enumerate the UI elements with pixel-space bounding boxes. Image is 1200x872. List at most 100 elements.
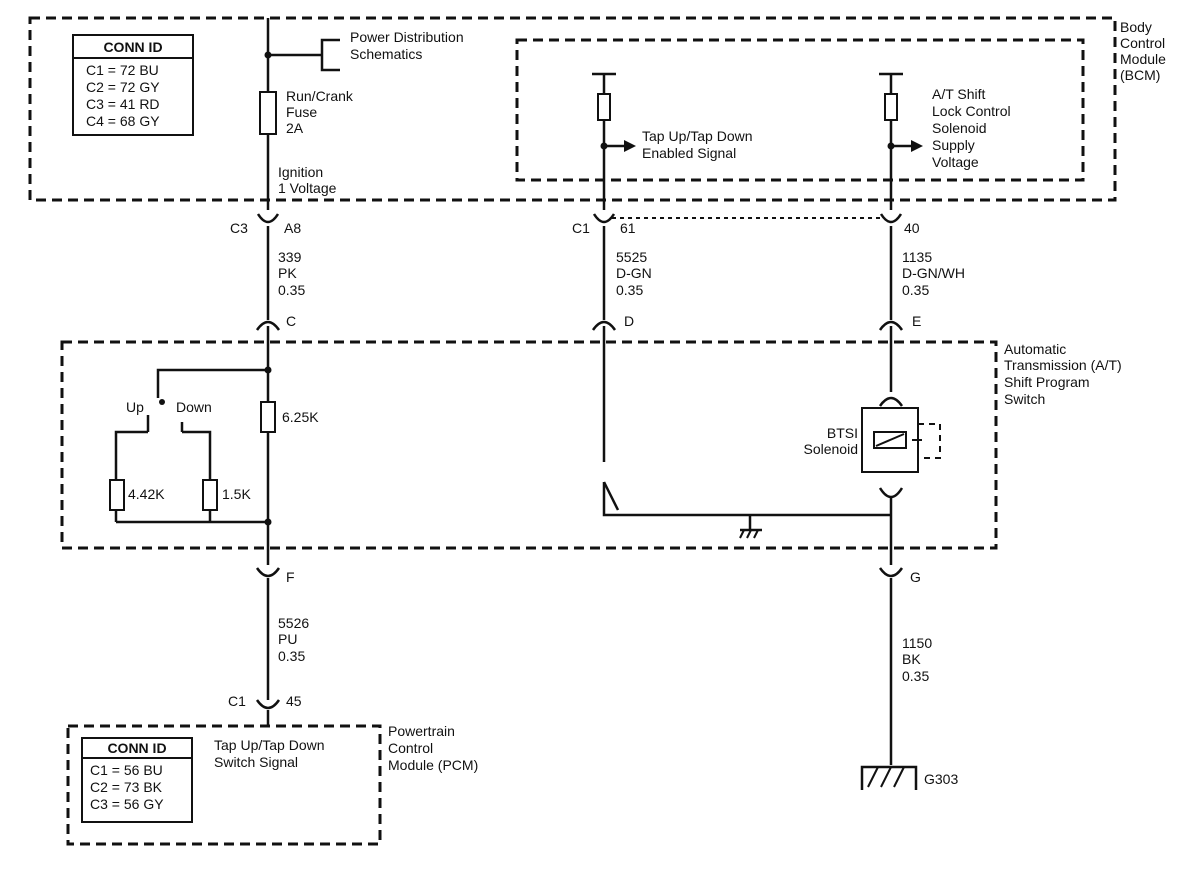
svg-text:Run/Crank: Run/Crank: [286, 88, 354, 104]
svg-text:Transmission (A/T): Transmission (A/T): [1004, 357, 1122, 373]
bcm-module-box: [28, 16, 1117, 202]
bcm-conn-c3: C3 = 41 RD: [86, 96, 160, 112]
bcm-conn-id-table: CONN ID C1 = 72 BU C2 = 72 GY C3 = 41 RD…: [72, 34, 194, 136]
bcm-label: Body Control Module (BCM): [1120, 19, 1166, 83]
wire-1150-label: 1150 BK 0.35: [902, 635, 932, 684]
bcm-conn-c4: C4 = 68 GY: [86, 113, 160, 129]
svg-text:5526: 5526: [278, 615, 309, 631]
wire-1135-label: 1135 D-GN/WH 0.35: [902, 249, 965, 298]
shift-lock-label: A/T Shift Lock Control Solenoid Supply V…: [932, 86, 1011, 170]
switch-up-label: Up: [126, 399, 144, 415]
svg-text:1 Voltage: 1 Voltage: [278, 180, 337, 196]
power-distribution-ref: Power Distribution Schematics: [264, 29, 464, 72]
svg-text:C: C: [286, 313, 296, 329]
svg-text:Body: Body: [1120, 19, 1152, 35]
bcm-conn-c2: C2 = 72 GY: [86, 79, 160, 95]
svg-text:E: E: [912, 313, 921, 329]
svg-text:Fuse: Fuse: [286, 104, 317, 120]
connector-40: 40: [879, 213, 920, 236]
bcm-conn-c1: C1 = 72 BU: [86, 62, 159, 78]
svg-text:5525: 5525: [616, 249, 647, 265]
connector-d: D: [591, 313, 634, 331]
connector-c1-45: C1 45: [228, 693, 302, 710]
svg-text:Control: Control: [388, 740, 433, 756]
pcm-conn-c2: C2 = 73 BK: [90, 779, 163, 795]
svg-text:C1: C1: [572, 220, 590, 236]
svg-text:Voltage: Voltage: [932, 154, 979, 170]
resistor-1-5k: [202, 479, 218, 511]
wire-5526-label: 5526 PU 0.35: [278, 615, 309, 664]
svg-text:PU: PU: [278, 631, 297, 647]
ground-g303-label: G303: [924, 771, 958, 787]
wire-5525-label: 5525 D-GN 0.35: [616, 249, 652, 298]
svg-text:Powertrain: Powertrain: [388, 723, 455, 739]
switch-down-label: Down: [176, 399, 212, 415]
svg-text:A8: A8: [284, 220, 301, 236]
pcm-label: Powertrain Control Module (PCM): [388, 723, 478, 773]
svg-text:45: 45: [286, 693, 302, 709]
svg-text:0.35: 0.35: [902, 668, 929, 684]
connector-e: E: [878, 313, 921, 331]
connector-g: G: [878, 567, 921, 585]
btsi-solenoid-label: BTSI Solenoid: [804, 425, 859, 457]
svg-text:2A: 2A: [286, 120, 304, 136]
svg-text:Enabled Signal: Enabled Signal: [642, 145, 736, 161]
svg-text:Shift Program: Shift Program: [1004, 374, 1090, 390]
shift-lock-resistor: [884, 93, 898, 121]
connector-c3-a8: C3 A8: [230, 213, 301, 236]
svg-text:0.35: 0.35: [616, 282, 643, 298]
pcm-signal-label: Tap Up/Tap Down Switch Signal: [214, 737, 325, 770]
svg-text:Power Distribution: Power Distribution: [350, 29, 464, 45]
svg-text:Ignition: Ignition: [278, 164, 323, 180]
svg-text:6.25K: 6.25K: [282, 409, 319, 425]
svg-text:339: 339: [278, 249, 302, 265]
pcm-module-box: [66, 724, 382, 846]
connector-f: F: [255, 567, 295, 585]
svg-text:40: 40: [904, 220, 920, 236]
bcm-conn-id-title: CONN ID: [103, 39, 162, 55]
run-crank-fuse: [259, 91, 277, 135]
svg-text:Schematics: Schematics: [350, 46, 422, 62]
svg-text:Solenoid: Solenoid: [804, 441, 859, 457]
svg-text:G: G: [910, 569, 921, 585]
ignition-label: Ignition 1 Voltage: [278, 164, 337, 196]
svg-text:Module: Module: [1120, 51, 1166, 67]
svg-text:Tap Up/Tap Down: Tap Up/Tap Down: [214, 737, 325, 753]
svg-text:(BCM): (BCM): [1120, 67, 1160, 83]
svg-text:Module (PCM): Module (PCM): [388, 757, 478, 773]
svg-text:D-GN: D-GN: [616, 265, 652, 281]
svg-text:0.35: 0.35: [902, 282, 929, 298]
svg-text:0.35: 0.35: [278, 282, 305, 298]
svg-text:Switch Signal: Switch Signal: [214, 754, 298, 770]
svg-text:Lock Control: Lock Control: [932, 103, 1011, 119]
svg-text:BK: BK: [902, 651, 921, 667]
svg-text:Tap Up/Tap Down: Tap Up/Tap Down: [642, 128, 753, 144]
chassis-ground-icon: [739, 515, 762, 539]
pcm-conn-c1: C1 = 56 BU: [90, 762, 163, 778]
svg-text:1135: 1135: [902, 249, 932, 265]
svg-text:Supply: Supply: [932, 137, 975, 153]
svg-text:Control: Control: [1120, 35, 1165, 51]
svg-text:Solenoid: Solenoid: [932, 120, 987, 136]
svg-text:C1: C1: [228, 693, 246, 709]
pcm-conn-id-table: CONN ID C1 = 56 BU C2 = 73 BK C3 = 56 GY: [81, 737, 193, 823]
svg-text:0.35: 0.35: [278, 648, 305, 664]
svg-text:F: F: [286, 569, 295, 585]
pcm-conn-id-title: CONN ID: [107, 740, 166, 756]
svg-text:4.42K: 4.42K: [128, 486, 165, 502]
connector-c: C: [255, 313, 296, 331]
svg-text:D-GN/WH: D-GN/WH: [902, 265, 965, 281]
resistor-4-42k: [109, 479, 125, 511]
svg-text:PK: PK: [278, 265, 297, 281]
svg-text:1.5K: 1.5K: [222, 486, 251, 502]
resistor-6-25k: [260, 401, 276, 433]
svg-text:1150: 1150: [902, 635, 932, 651]
svg-text:Automatic: Automatic: [1004, 341, 1066, 357]
svg-text:Switch: Switch: [1004, 391, 1045, 407]
svg-text:A/T Shift: A/T Shift: [932, 86, 986, 102]
svg-text:C3: C3: [230, 220, 248, 236]
tap-pullup-resistor: [597, 93, 611, 121]
connector-c1-61: C1 61: [572, 213, 636, 236]
ground-g303-icon: [860, 765, 918, 790]
